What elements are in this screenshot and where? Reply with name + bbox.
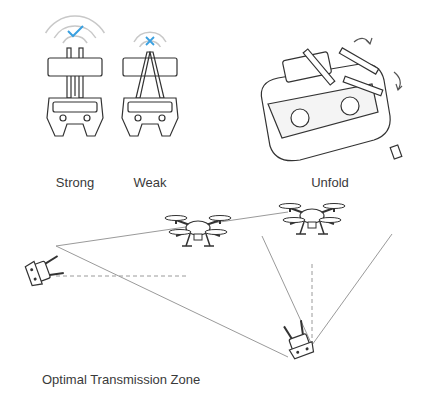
figure-label: Unfold	[311, 175, 349, 191]
figure-label: Strong	[56, 175, 94, 191]
figure-label: Weak	[134, 175, 167, 191]
zone-caption: Optimal Transmission Zone	[42, 372, 200, 388]
